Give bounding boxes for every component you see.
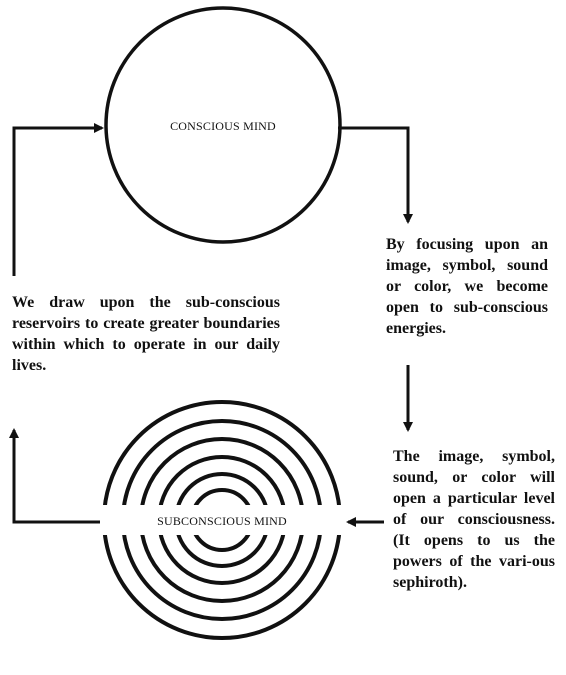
arrow-draw-upon-to-conscious	[12, 123, 104, 276]
draw-upon-paragraph: We draw upon the sub-conscious reservoir…	[12, 294, 280, 374]
arrow-conscious-to-focus	[338, 126, 413, 224]
focusing-paragraph: By focusing upon an image, symbol, sound…	[386, 236, 548, 337]
arrow-subconscious-to-draw-upon	[9, 428, 100, 524]
conscious-mind-circle	[104, 6, 342, 244]
image-symbol-paragraph: The image, symbol, sound, or color will …	[393, 448, 555, 591]
subconscious-mind-label: SUBCONSCIOUS MIND	[157, 514, 287, 528]
subconscious-label-band	[92, 505, 354, 535]
conscious-mind-label: CONSCIOUS MIND	[170, 119, 276, 133]
